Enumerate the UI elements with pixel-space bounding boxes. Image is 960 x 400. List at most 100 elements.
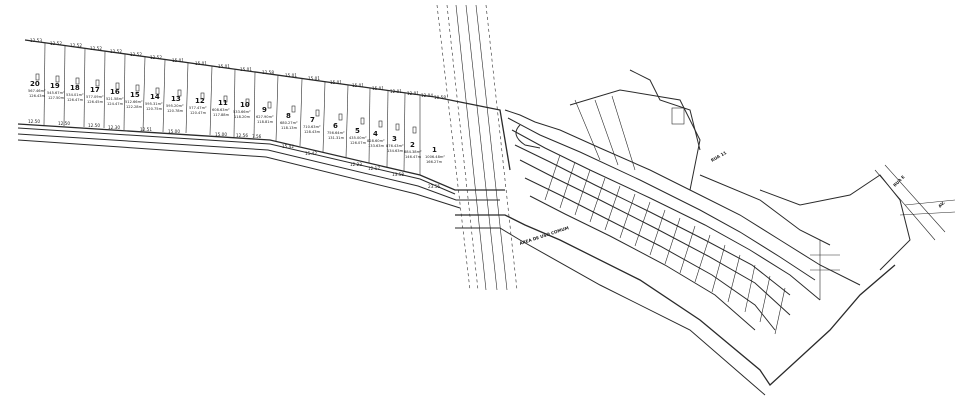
frontage-label: 12.50 bbox=[28, 119, 40, 124]
frontage-label: 15.01 bbox=[308, 76, 320, 81]
svg-text:146.47m: 146.47m bbox=[405, 155, 422, 159]
svg-text:126.07m: 126.07m bbox=[350, 141, 367, 145]
svg-text:134.63m: 134.63m bbox=[387, 149, 404, 153]
lot-block-outline bbox=[17, 39, 896, 396]
svg-text:9: 9 bbox=[262, 106, 267, 114]
svg-text:18: 18 bbox=[70, 84, 80, 92]
area-labels: ÁREA DE USO COMUM RUA 11 RUA E AV. bbox=[519, 150, 946, 246]
svg-text:117.88m: 117.88m bbox=[213, 113, 230, 117]
avenue-label: AV. bbox=[937, 200, 946, 209]
frontage-label: 15.01 bbox=[285, 73, 297, 78]
svg-text:13: 13 bbox=[171, 95, 181, 103]
svg-text:435.00m²: 435.00m² bbox=[349, 136, 367, 140]
frontage-label: 12.17 bbox=[368, 166, 380, 171]
svg-text:534.01m²: 534.01m² bbox=[66, 93, 84, 97]
svg-text:680.27m²: 680.27m² bbox=[280, 121, 298, 125]
frontage-label: 12.52 bbox=[70, 43, 82, 48]
svg-text:595.31m²: 595.31m² bbox=[145, 102, 163, 106]
frontage-label: 12.52 bbox=[130, 52, 142, 57]
svg-text:118.20m: 118.20m bbox=[234, 115, 251, 119]
frontage-label: 12.01 bbox=[390, 89, 402, 94]
frontage-label: 12.52 bbox=[50, 41, 62, 46]
svg-text:710.63m²: 710.63m² bbox=[303, 125, 321, 129]
svg-text:577.09m²: 577.09m² bbox=[86, 95, 104, 99]
frontage-label: 15.01 bbox=[330, 80, 342, 85]
frontage-label: 15.01 bbox=[218, 64, 230, 69]
frontage-label: 12.52 bbox=[90, 46, 102, 51]
frontage-label: 15.01 bbox=[240, 67, 252, 72]
lot-dividers bbox=[43, 42, 421, 175]
svg-text:126.47m: 126.47m bbox=[67, 98, 84, 102]
svg-text:122.28m: 122.28m bbox=[126, 105, 143, 109]
svg-text:120.75m: 120.75m bbox=[146, 107, 163, 111]
svg-text:126.43m: 126.43m bbox=[29, 94, 46, 98]
green-area-label: ÁREA DE USO COMUM bbox=[519, 225, 570, 246]
svg-text:20: 20 bbox=[30, 80, 40, 88]
svg-text:166.27m: 166.27m bbox=[426, 160, 443, 164]
svg-text:15: 15 bbox=[130, 91, 140, 99]
svg-text:577.47m²: 577.47m² bbox=[189, 106, 207, 110]
frontage-label: 12.52 bbox=[150, 55, 162, 60]
svg-text:533.66m²: 533.66m² bbox=[233, 110, 251, 114]
svg-text:128.43m: 128.43m bbox=[304, 130, 321, 134]
svg-text:118.13m: 118.13m bbox=[281, 126, 298, 130]
svg-text:126.45m: 126.45m bbox=[87, 100, 104, 104]
frontage-label: 12.52 bbox=[110, 49, 122, 54]
svg-text:17: 17 bbox=[90, 86, 100, 94]
frontage-label: 15.42 bbox=[305, 151, 317, 156]
frontage-label: 12.51 bbox=[140, 127, 152, 132]
svg-text:133.63m: 133.63m bbox=[368, 144, 385, 148]
utility-corridor bbox=[436, 4, 518, 291]
frontage-label: 15.01 bbox=[372, 86, 384, 91]
svg-text:120.47m: 120.47m bbox=[190, 111, 207, 115]
frontage-label: 12.23 bbox=[350, 162, 362, 167]
svg-text:12: 12 bbox=[195, 97, 205, 105]
frontage-label: 12.04 bbox=[421, 93, 433, 98]
frontage-label: 15.42 bbox=[282, 144, 294, 149]
svg-text:120.78m: 120.78m bbox=[167, 109, 184, 113]
svg-text:11: 11 bbox=[218, 99, 228, 107]
bottom-frontage-dimensions: 12.50 12.50 12.50 12.30 12.51 15.00 15.0… bbox=[28, 119, 440, 189]
svg-text:4: 4 bbox=[373, 130, 378, 138]
svg-text:3: 3 bbox=[392, 135, 397, 143]
frontage-label: 15.01 bbox=[195, 61, 207, 66]
svg-text:118.81m: 118.81m bbox=[257, 120, 274, 124]
svg-text:876.43m²: 876.43m² bbox=[386, 144, 404, 148]
frontage-label: 15.01 bbox=[172, 58, 184, 63]
svg-text:8: 8 bbox=[286, 112, 291, 120]
frontage-label: 15.01 bbox=[352, 83, 364, 88]
svg-text:595.20m²: 595.20m² bbox=[166, 104, 184, 108]
svg-text:1: 1 bbox=[432, 146, 437, 154]
east-development-block bbox=[504, 69, 956, 335]
street-11-label: RUA 11 bbox=[710, 150, 727, 163]
svg-text:127.50m: 127.50m bbox=[48, 96, 65, 100]
dimension-ticks bbox=[35, 73, 417, 134]
svg-text:19: 19 bbox=[50, 82, 60, 90]
svg-text:756.64m²: 756.64m² bbox=[327, 131, 345, 135]
svg-text:567.46m²: 567.46m² bbox=[28, 89, 46, 93]
frontage-label: 15.00 bbox=[215, 132, 227, 137]
frontage-label: 23.55 bbox=[428, 184, 440, 189]
frontage-label: 7.56 bbox=[252, 134, 262, 139]
frontage-label: 12.50 bbox=[58, 121, 70, 126]
svg-text:884.38m²: 884.38m² bbox=[404, 150, 422, 154]
svg-text:512.66m²: 512.66m² bbox=[125, 100, 143, 104]
svg-text:521.58m²: 521.58m² bbox=[106, 97, 124, 101]
